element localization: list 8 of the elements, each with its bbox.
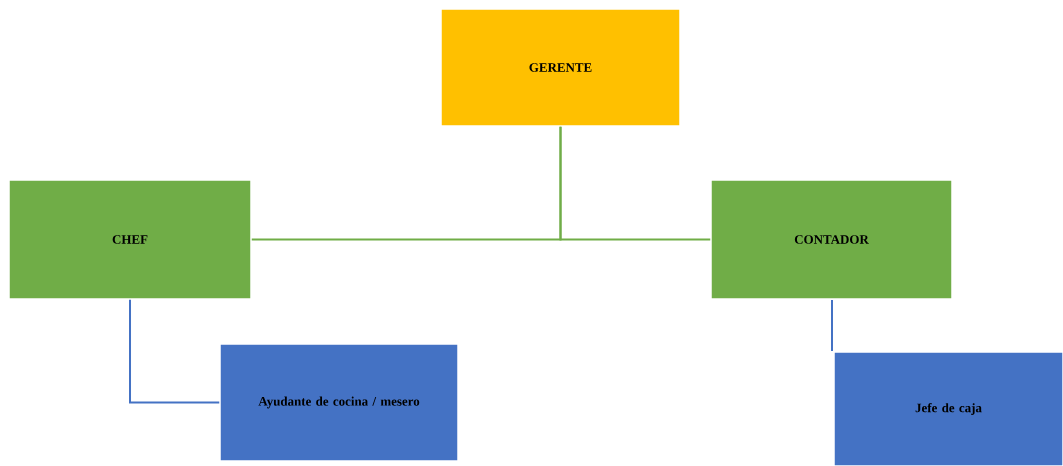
connector-line [559, 125, 712, 241]
org-box: Jefe de caja [833, 351, 1063, 466]
connector-line [831, 299, 833, 352]
org-box: Ayudante de cocina / mesero [219, 343, 459, 462]
org-box: CHEF [8, 179, 252, 300]
connector-line [129, 298, 221, 404]
org-box: GERENTE [440, 8, 681, 127]
org-box: CONTADOR [710, 179, 953, 300]
